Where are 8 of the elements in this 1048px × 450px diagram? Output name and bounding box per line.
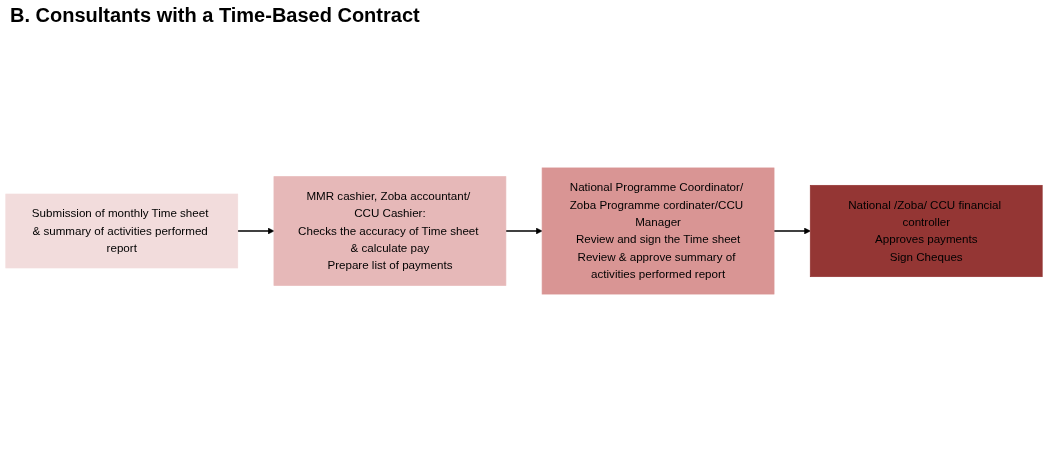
title: B. Consultants with a Time-Based Contract [9, 3, 421, 28]
arrow [505, 227, 543, 235]
node-box: MMR cashier, Zoba accountant/ CCU Cashier: Checks the accuracy of Time sheet & calculate pay Prepare list of payments [273, 176, 507, 286]
node-box: National Programme Coordinator/ Zoba Programme cordinater/CCU Manager Review and sign the Time sheet Review & approve summary of activities performed report [541, 167, 775, 295]
node-box: Submission of monthly Time sheet & summary of activities performed report [5, 193, 239, 269]
arrow [237, 227, 275, 235]
node-box: National /Zoba/ CCU financial controller Approves payments Sign Cheques [809, 185, 1043, 278]
arrow [773, 227, 811, 235]
